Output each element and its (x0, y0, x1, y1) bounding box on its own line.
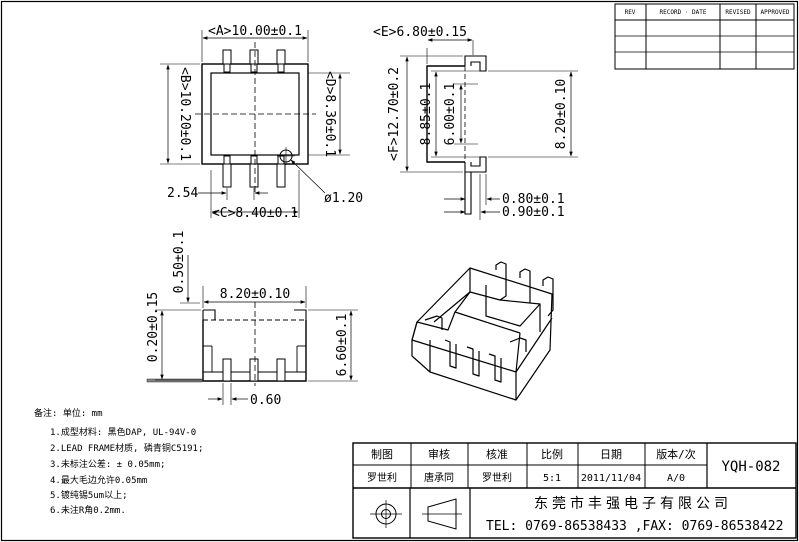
tb-date: 2011/11/04 (581, 473, 641, 484)
tb-header-approved: 核准 (486, 447, 508, 461)
tb-header-version: 版本/次 (656, 447, 696, 461)
company-name: 东莞市丰强电子有限公司 (534, 495, 732, 512)
tb-version: A/0 (667, 473, 685, 484)
tb-header-drawn: 制图 (371, 448, 393, 461)
rev-header-revised: REVISED (725, 9, 751, 16)
dim-060-label: 0.60 (250, 393, 281, 408)
tb-header-checked: 审核 (428, 447, 450, 461)
dim-050-label: 0.50±0.1 (172, 231, 187, 294)
dim-600-label: 6.00±0.1 (443, 83, 458, 146)
rev-header-approved: APPROVED (761, 9, 790, 16)
dim-pitch-label: 2.54 (167, 186, 198, 201)
dim-080-label: 0.80±0.1 (502, 192, 565, 207)
tb-checked-by: 唐承同 (424, 471, 454, 484)
dim-660-label: 6.60±0.1 (335, 314, 350, 377)
isometric-view (411, 261, 554, 401)
dim-f-label: <F>12.70±0.2 (387, 67, 402, 161)
note-6: 6.未注R角0.2mm. (50, 504, 126, 516)
note-2: 2.LEAD FRAME材质, 磷青铜C5191; (50, 442, 203, 454)
note-1: 1.成型材料: 黑色DAP, UL-94V-0 (50, 426, 196, 438)
note-4: 4.最大毛边允许0.05mm (50, 474, 147, 486)
rev-header-rev: REV (625, 9, 636, 16)
tb-header-scale: 比例 (541, 447, 563, 461)
notes-title: 备注: 单位: mm (34, 407, 103, 419)
side-view: <E>6.80±0.15 <F>12.70±0.2 8.85±0.1 6.00±… (373, 25, 578, 220)
dim-d-label: <D>8.36±0.1 (322, 71, 337, 157)
tb-header-date: 日期 (600, 448, 622, 461)
dim-c-label: <C>8.40±0.1 (212, 206, 298, 221)
dim-b-label: <B>10.20±0.1 (177, 67, 192, 161)
dim-a-label: <A>10.00±0.1 (208, 24, 302, 39)
dim-090-label: 0.90±0.1 (502, 205, 565, 220)
projection-symbol (370, 498, 462, 530)
dim-e-label: <E>6.80±0.15 (373, 25, 467, 40)
note-3: 3.未标注公差: ± 0.05mm; (50, 458, 165, 470)
dim-hole-label: ø1.20 (324, 191, 363, 206)
part-number: YQH-082 (721, 459, 780, 475)
note-5: 5.镀纯锡5um以上; (50, 489, 128, 501)
tb-approved-by: 罗世利 (482, 472, 512, 484)
front-view: 0.50±0.1 8.20±0.10 0.20±0.15 6.60±0.1 0.… (146, 231, 358, 408)
company-contact: TEL: 0769-86538433 ,FAX: 0769-86538422 (486, 519, 783, 534)
tb-drawn-by: 罗世利 (367, 472, 397, 484)
dim-820v-label: 8.20±0.10 (554, 79, 569, 149)
revision-table: REV RECORD · DATE REVISED APPROVED (614, 3, 795, 70)
dim-820-label: 8.20±0.10 (220, 287, 290, 302)
title-block: 制图 审核 核准 比例 日期 版本/次 罗世利 唐承同 罗世利 5:1 2011… (352, 442, 797, 539)
notes-block: 备注: 单位: mm 1.成型材料: 黑色DAP, UL-94V-0 2.LEA… (34, 407, 203, 516)
dim-020-label: 0.20±0.15 (146, 292, 161, 362)
rev-header-record: RECORD · DATE (660, 9, 707, 16)
dim-885-label: 8.85±0.1 (419, 83, 434, 146)
top-view: <A>10.00±0.1 <B>10.20±0.1 <D>8.36±0.1 <C… (160, 24, 363, 221)
tb-scale: 5:1 (543, 473, 561, 484)
